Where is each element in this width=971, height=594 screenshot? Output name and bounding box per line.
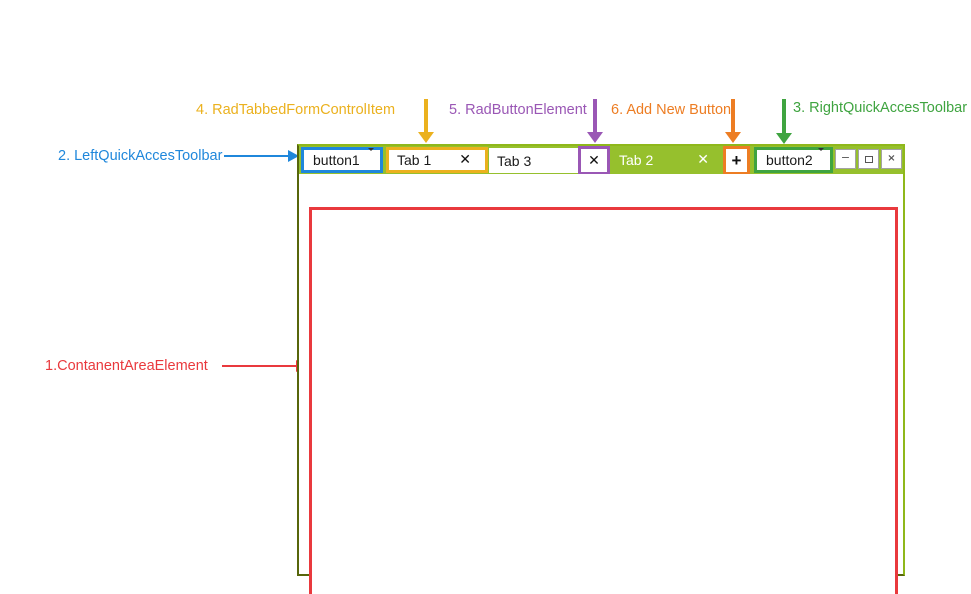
tab3-close-icon: ✕ [588, 152, 600, 169]
arrow-down-right-toolbar [782, 99, 786, 133]
tab3-close-button[interactable]: ✕ [578, 146, 610, 175]
tabbed-form-window: button1 Tab 1 ✕ Tab 3 ✕ Tab 2 ✕ [297, 144, 905, 594]
maximize-icon [864, 155, 873, 163]
arrow-right-content-area [222, 365, 296, 367]
tab2-label: Tab 2 [619, 152, 654, 168]
add-new-tab-button[interactable]: + [723, 146, 750, 175]
right-quick-access-toolbar-button2[interactable]: button2 [754, 147, 833, 173]
annotation-label-close-button: 5. RadButtonElement [449, 102, 587, 118]
tab-item-tab2-selected[interactable]: Tab 2 ✕ [611, 146, 723, 174]
arrow-down-tab-item [424, 99, 428, 132]
left-quick-access-toolbar-button1[interactable]: button1 [301, 147, 383, 173]
minimize-button[interactable]: − [835, 149, 856, 169]
arrow-right-left-toolbar [224, 155, 288, 157]
dropdown-arrow-icon[interactable] [818, 148, 824, 169]
window-control-buttons: − × [835, 149, 902, 169]
arrowhead-close-button [587, 132, 603, 143]
arrowhead-right-toolbar [776, 133, 792, 144]
close-button[interactable]: × [881, 149, 902, 169]
minimize-icon: − [840, 151, 851, 164]
maximize-button[interactable] [858, 149, 879, 169]
arrow-down-add-button [731, 99, 735, 132]
tabstrip: button1 Tab 1 ✕ Tab 3 ✕ Tab 2 ✕ [299, 146, 903, 175]
arrow-down-close-button [593, 99, 597, 132]
annotation-label-right-toolbar: 3. RightQuickAccesToolbar [793, 100, 968, 116]
arrowhead-tab-item [418, 132, 434, 143]
tab1-label: Tab 1 [397, 152, 432, 168]
tab1-close-icon[interactable]: ✕ [459, 152, 471, 168]
annotation-label-left-toolbar: 2. LeftQuickAccesToolbar [58, 148, 223, 164]
content-area-highlight [309, 207, 898, 594]
annotation-label-tab-item: 4. RadTabbedFormControlItem [196, 102, 396, 118]
button2-label: button2 [766, 152, 813, 168]
content-area [299, 174, 903, 594]
tab3-label: Tab 3 [497, 152, 532, 169]
tab-item-tab1[interactable]: Tab 1 ✕ [386, 147, 488, 173]
annotation-label-add-button: 6. Add New Button [611, 102, 732, 118]
close-icon: × [887, 153, 896, 164]
plus-icon: + [731, 150, 742, 170]
tab2-close-icon[interactable]: ✕ [697, 152, 709, 168]
dropdown-arrow-icon[interactable] [368, 148, 374, 169]
arrowhead-add-button [725, 132, 741, 143]
annotation-label-content-area: 1.ContanentAreaElement [45, 358, 208, 374]
button1-label: button1 [313, 152, 360, 168]
arrowhead-left-toolbar [288, 150, 299, 162]
